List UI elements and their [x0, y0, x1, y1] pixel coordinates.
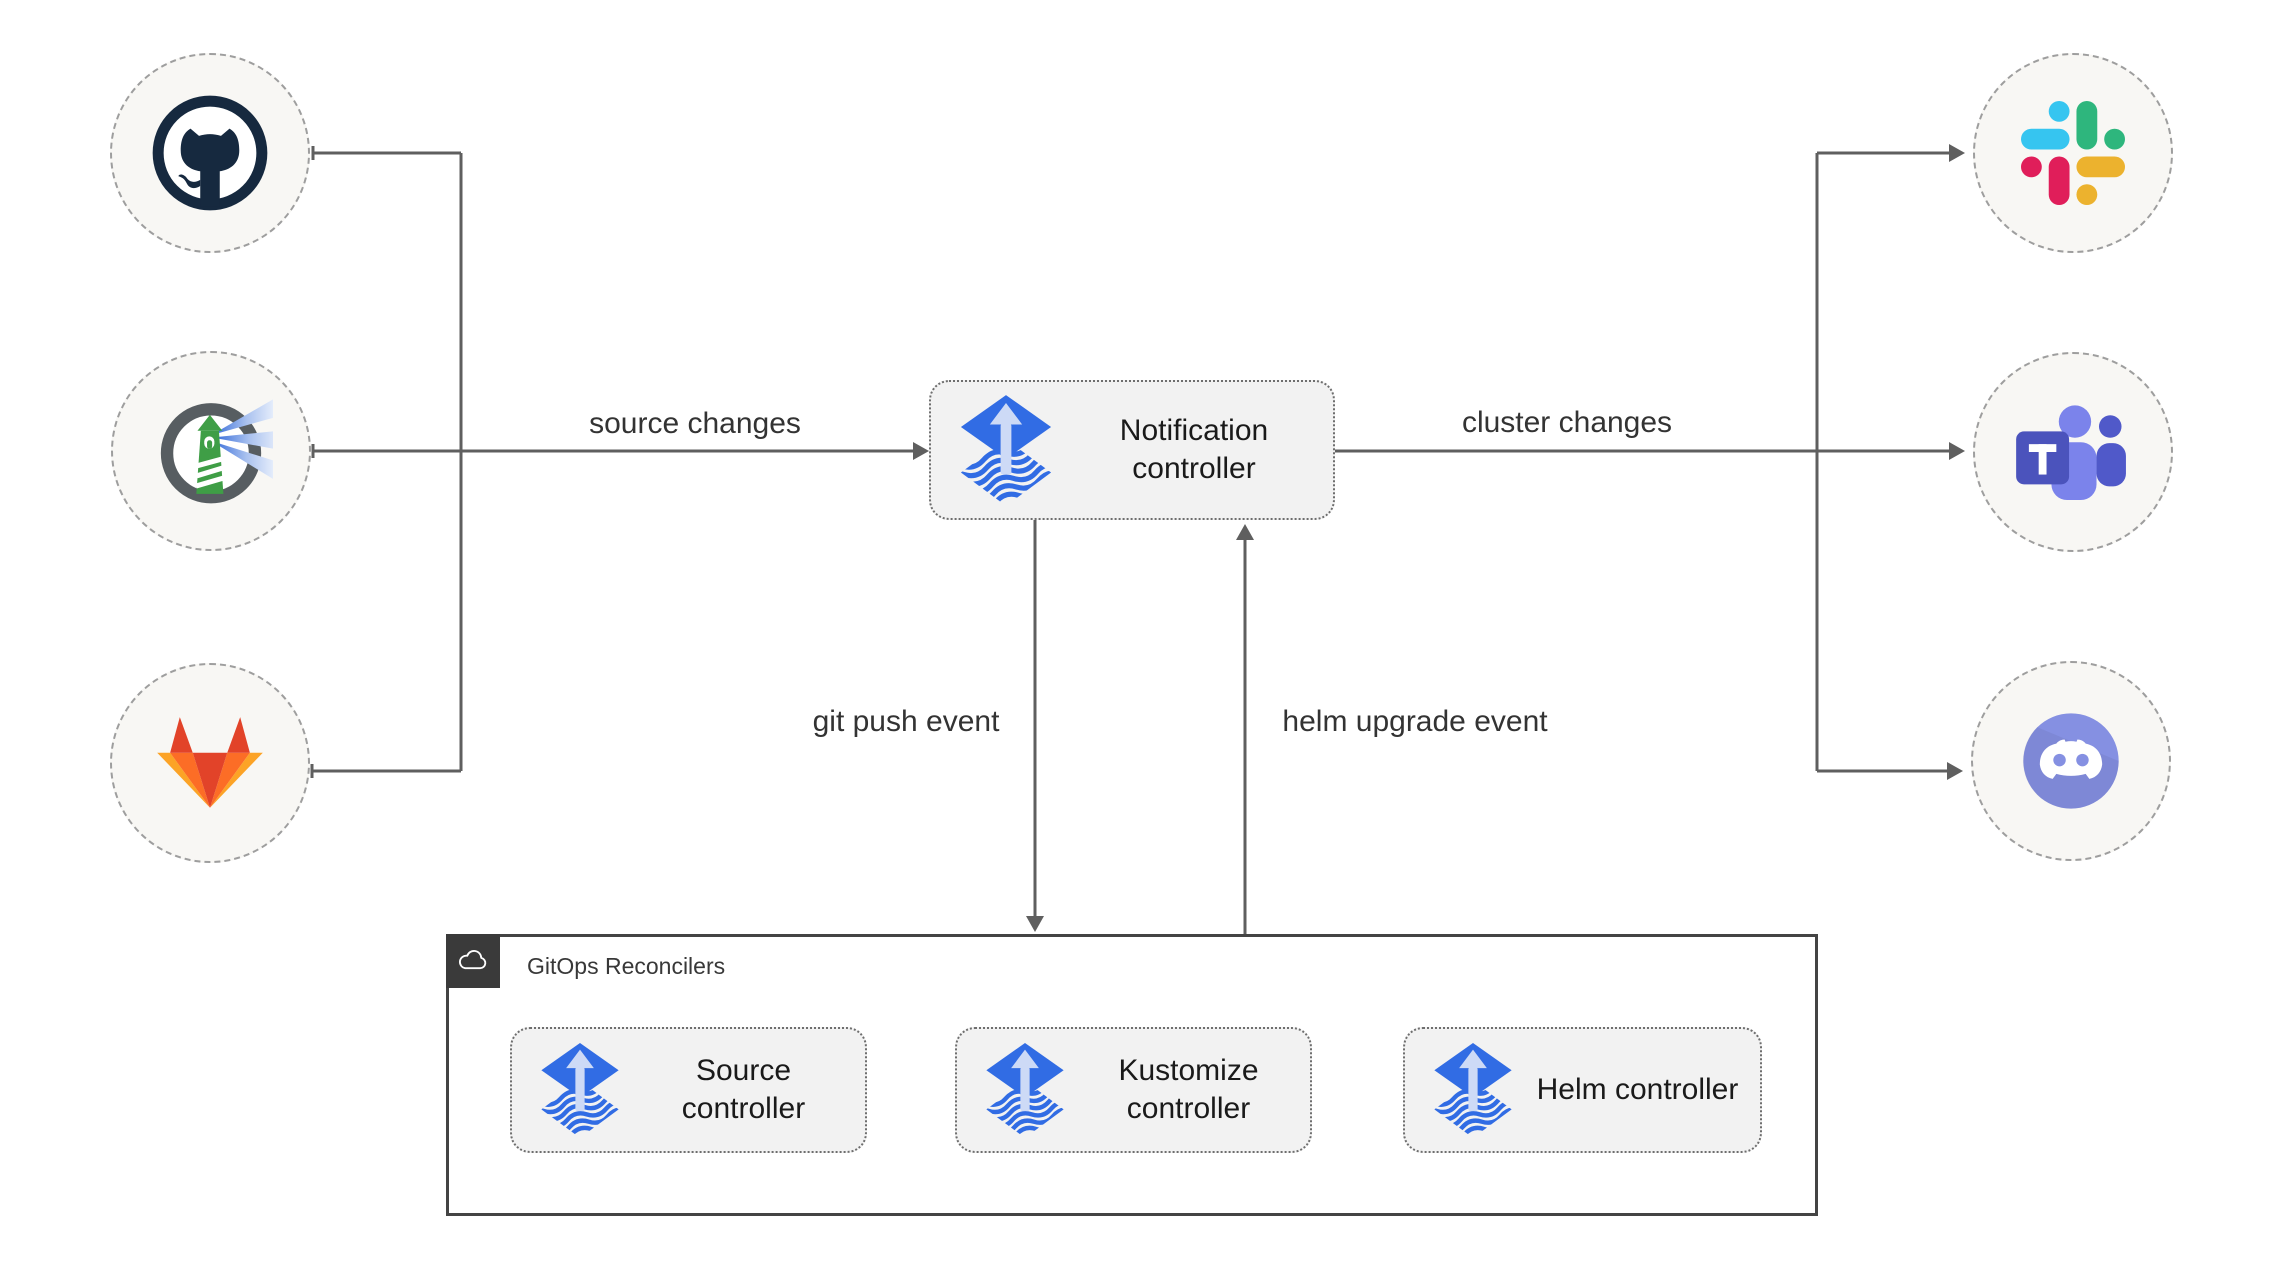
edge-github-to-bus: [311, 146, 461, 160]
node-gitlab: [110, 663, 310, 863]
slack-icon: [2021, 101, 2125, 205]
helm-controller-label: Helm controller: [1536, 1072, 1739, 1106]
arrowhead-into-notification: [913, 442, 929, 460]
node-source-controller: Source controller: [510, 1027, 867, 1153]
kustomize-controller-label: Kustomize controller: [1118, 1053, 1259, 1125]
edge-label-helm-upgrade-event: helm upgrade event: [1282, 705, 1548, 738]
notification-controller-label: Notification controller: [1119, 413, 1269, 485]
edge-label-cluster-changes: cluster changes: [1461, 406, 1673, 439]
edge-label-git-push-event: git push event: [812, 705, 1000, 738]
discord-icon: [2016, 706, 2126, 816]
node-discord: [1971, 661, 2171, 861]
flux-icon: [538, 1042, 622, 1138]
node-helm-controller: Helm controller: [1403, 1027, 1762, 1153]
source-controller-label: Source controller: [681, 1053, 806, 1125]
edge-label-source-changes: source changes: [589, 407, 801, 440]
flux-icon: [1431, 1042, 1515, 1138]
group-label: GitOps Reconcilers: [527, 953, 726, 979]
github-icon: [149, 92, 271, 214]
gitlab-icon: [156, 715, 264, 812]
flux-icon: [957, 394, 1055, 506]
node-notification-controller: Notification controller: [929, 380, 1335, 520]
arrowhead-into-teams: [1949, 442, 1965, 460]
node-teams: [1973, 352, 2173, 552]
cloud-icon: [456, 949, 490, 973]
node-kustomize-controller: Kustomize controller: [955, 1027, 1312, 1153]
arrowhead-into-notification-bottom: [1236, 524, 1254, 540]
arrowhead-into-discord: [1947, 762, 1963, 780]
arrowhead-into-slack: [1949, 144, 1965, 162]
node-harbor: [111, 351, 311, 551]
edge-gitlab-to-bus: [310, 764, 461, 778]
group-header-square: [446, 934, 500, 988]
arrowhead-into-reconcilers: [1026, 916, 1044, 932]
harbor-icon: [149, 389, 273, 513]
edge-source-changes: [311, 444, 915, 458]
flux-icon: [983, 1042, 1067, 1138]
node-github: [110, 53, 310, 253]
microsoft-teams-icon: [2014, 402, 2132, 502]
node-slack: [1973, 53, 2173, 253]
